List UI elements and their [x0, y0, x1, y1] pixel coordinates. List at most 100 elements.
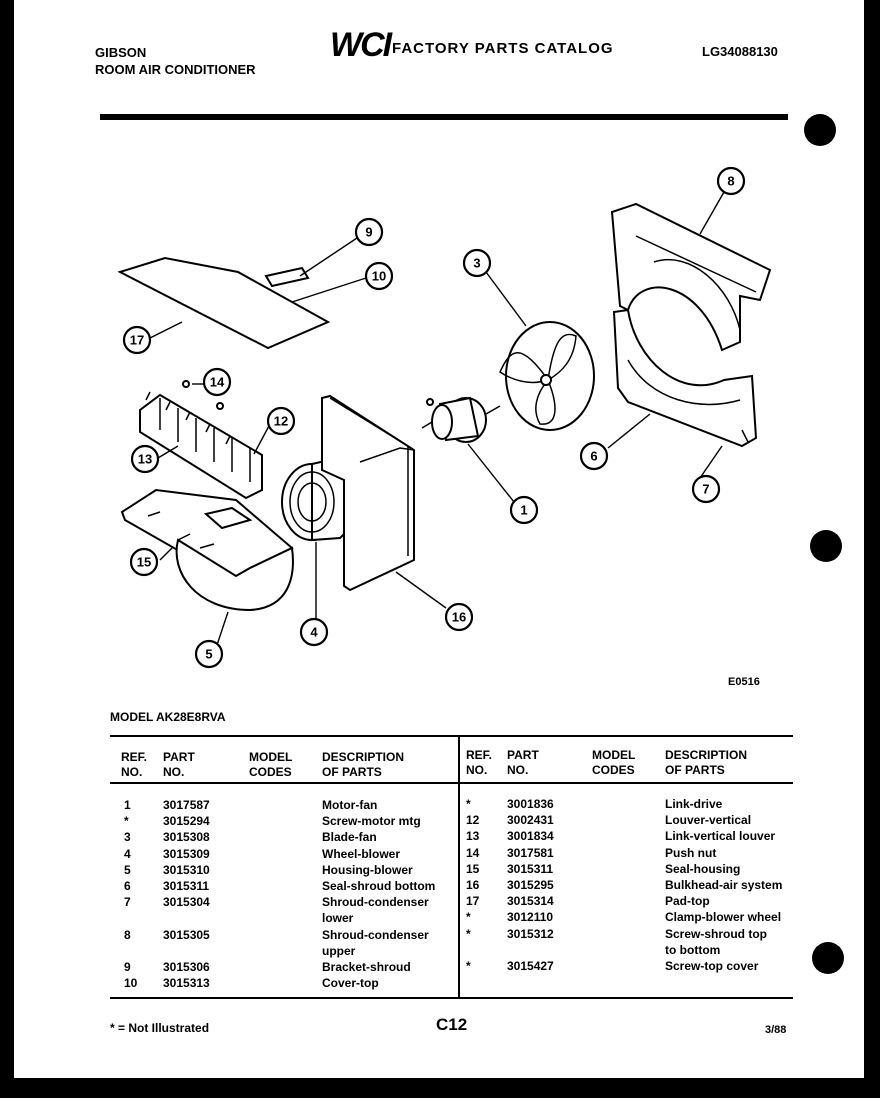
- catalog-number: LG34088130: [702, 44, 778, 59]
- callout-14: 14: [202, 367, 232, 397]
- model-codes-cell: [249, 959, 322, 975]
- binder-hole-middle: [810, 530, 842, 562]
- model-codes-cell: [249, 862, 322, 878]
- model-codes-cell: [592, 893, 665, 909]
- push-nut-part: [182, 380, 190, 388]
- model-codes-cell: [249, 878, 322, 894]
- part-number-cell: 3015295: [507, 878, 554, 893]
- part-number-cell: 3015304: [163, 895, 210, 910]
- model-codes-cell: [592, 958, 665, 974]
- ref-cell: 1: [124, 798, 131, 812]
- model-codes-cell: [592, 909, 665, 925]
- model-codes-cell: [249, 927, 322, 943]
- model-codes-cell: [249, 910, 322, 926]
- table-row: lower: [124, 910, 452, 926]
- ref-cell: 14: [466, 845, 480, 860]
- model-codes-cell: [249, 894, 322, 910]
- description-cell: to bottom: [665, 942, 721, 957]
- ref-cell: 8: [124, 927, 131, 942]
- part-number-cell: 3015305: [163, 927, 210, 942]
- ref-cell: 15: [466, 861, 480, 876]
- callout-13: 13: [130, 444, 160, 474]
- description-cell: Clamp-blower wheel: [665, 910, 782, 925]
- model-codes-cell: [249, 829, 322, 845]
- ref-cell: [124, 943, 163, 959]
- description-cell: Screw-motor mtg: [322, 814, 421, 829]
- callout-15: 15: [129, 547, 159, 577]
- description-cell: lower: [322, 911, 354, 926]
- svg-text:8: 8: [727, 174, 734, 189]
- ref-cell: 4: [124, 846, 131, 861]
- ref-cell: *: [466, 926, 471, 941]
- part-number-cell: 3015311: [507, 861, 554, 876]
- table-row: * 3015294 Screw-motor mtg: [124, 813, 452, 829]
- part-number-cell: 3017581: [507, 845, 554, 860]
- description-cell: Louver-vertical: [665, 813, 752, 828]
- description-cell: Bracket-shroud: [322, 960, 411, 975]
- svg-text:5: 5: [205, 647, 212, 662]
- table-row: to bottom: [466, 942, 790, 958]
- table-bottom-rule: [110, 997, 793, 999]
- ref-cell: 5: [124, 862, 131, 877]
- part-number-cell: 3015309: [163, 846, 210, 861]
- bracket-shroud-part: [264, 266, 310, 288]
- ref-cell: 7: [124, 895, 131, 910]
- binder-hole-top: [804, 114, 836, 146]
- wci-logo: WCI: [330, 26, 392, 64]
- description-cell: Cover-top: [322, 976, 379, 991]
- part-number-cell: 3015310: [163, 862, 210, 877]
- ref-cell: 9: [124, 960, 131, 975]
- part-number-cell: 3015294: [163, 814, 210, 829]
- table-divider: [458, 737, 460, 997]
- model-codes-cell: [592, 926, 665, 942]
- drawing-code: E0516: [728, 676, 760, 688]
- brand-name: GIBSON: [95, 45, 147, 60]
- callout-8: 8: [716, 166, 746, 196]
- callout-6: 6: [579, 441, 609, 471]
- callout-3: 3: [462, 248, 492, 278]
- description-cell: Housing-blower: [322, 862, 413, 877]
- part-number-cell: [163, 910, 249, 926]
- callout-9: 9: [354, 217, 384, 247]
- svg-text:15: 15: [137, 555, 151, 570]
- svg-text:17: 17: [130, 333, 144, 348]
- catalog-title: FACTORY PARTS CATALOG: [392, 40, 614, 57]
- model-label: MODEL AK28E8RVA: [110, 710, 226, 724]
- bulkhead-part: [321, 394, 415, 592]
- table-row: 5 3015310 Housing-blower: [124, 862, 452, 878]
- svg-text:13: 13: [138, 452, 152, 467]
- part-number-cell: [163, 943, 249, 959]
- table-row: 8 3015305 Shroud-condenser: [124, 927, 452, 943]
- description-cell: Shroud-condenser: [322, 927, 429, 942]
- model-codes-cell: [249, 943, 322, 959]
- ref-cell: *: [124, 814, 129, 829]
- model-codes-cell: [249, 797, 322, 813]
- svg-text:4: 4: [310, 625, 318, 640]
- leader-lines: [149, 191, 725, 649]
- description-cell: Blade-fan: [322, 830, 377, 845]
- shroud-condenser-lower-part: [612, 308, 758, 448]
- svg-text:14: 14: [210, 375, 225, 390]
- description-cell: upper: [322, 943, 356, 958]
- part-number-cell: 3001836: [507, 797, 554, 811]
- revision-date: 3/88: [765, 1024, 787, 1036]
- callout-10: 10: [364, 261, 394, 291]
- product-name: ROOM AIR CONDITIONER: [95, 62, 256, 77]
- table-header-rule: [110, 782, 793, 784]
- housing-blower-part: [120, 488, 294, 612]
- callout-5: 5: [194, 639, 224, 669]
